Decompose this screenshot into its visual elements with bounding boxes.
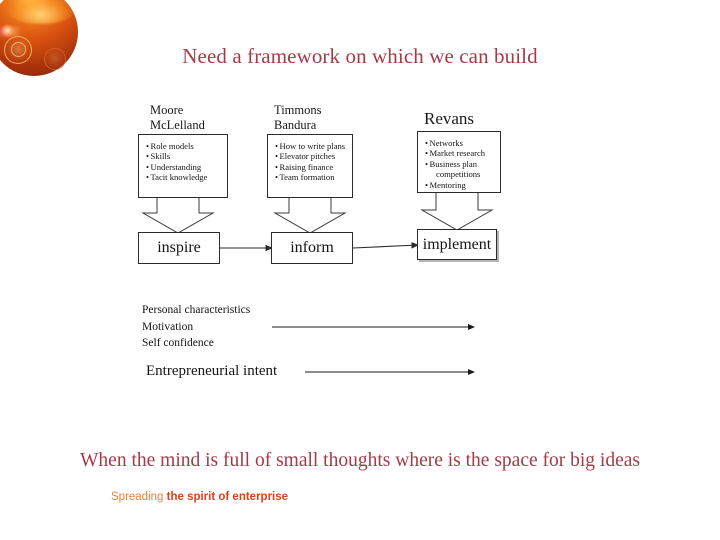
traits-line: Self confidence [142,337,214,349]
list-item: Skills [146,151,227,161]
header-line: Moore [150,103,184,117]
list-item: Role models [146,141,227,151]
list-item: Mentoring [425,180,500,190]
column-header-moore: Moore McLelland [150,103,205,132]
list-item: Market research [425,148,500,158]
lens-flare-ring-right [44,48,66,70]
list-item: Tacit knowledge [146,172,227,182]
footer-bold-text: the spirit of enterprise [166,491,289,503]
page-title: Need a framework on which we can build [182,44,538,68]
list-item: Elevator pitches [275,151,352,161]
slide-caption: When the mind is full of small thoughts … [80,450,640,471]
traits-line: Personal characteristics [142,304,251,316]
outcome-box-inform[interactable]: inform [271,232,353,264]
header-line: Revans [424,109,475,128]
list-item: Understanding [146,162,227,172]
column-header-timmons: Timmons Bandura [274,103,321,132]
traits-list: Personal characteristics Motivation Self… [142,302,250,352]
header-line: McLelland [150,117,205,132]
bullet-list: How to write plans Elevator pitches Rais… [268,135,352,183]
list-item: Networks [425,138,500,148]
theory-box-moore[interactable]: Role models Skills Understanding Tacit k… [138,134,228,198]
footer-light-text: Spreading [111,491,167,503]
list-item: competitions [436,169,481,180]
theory-box-revans[interactable]: Networks Market research Business plan c… [417,131,501,193]
footer-tagline: Spreading the spirit of enterprise [111,491,288,503]
column-header-revans: Revans [424,110,474,128]
theory-box-timmons[interactable]: How to write plans Elevator pitches Rais… [267,134,353,198]
bullet-list: Networks Market research Business plan c… [418,132,500,190]
list-item: Team formation [275,172,352,182]
traits-line: Motivation [142,320,194,333]
list-item: Raising finance [275,162,352,172]
list-item: How to write plans [275,141,352,151]
outcome-box-inspire[interactable]: inspire [138,232,220,264]
header-line: Bandura [274,117,317,132]
entrepreneurial-intent-label: Entrepreneurial intent [146,363,278,379]
lens-flare-dot [1,24,14,37]
outcome-box-implement[interactable]: implement [417,229,497,260]
sphere-graphic [0,0,78,80]
sphere-highlight [6,0,76,24]
list-item: Business plan [425,159,500,169]
lens-flare-ring-small [11,42,26,57]
header-line: Timmons [274,103,322,117]
bullet-list: Role models Skills Understanding Tacit k… [139,135,227,183]
